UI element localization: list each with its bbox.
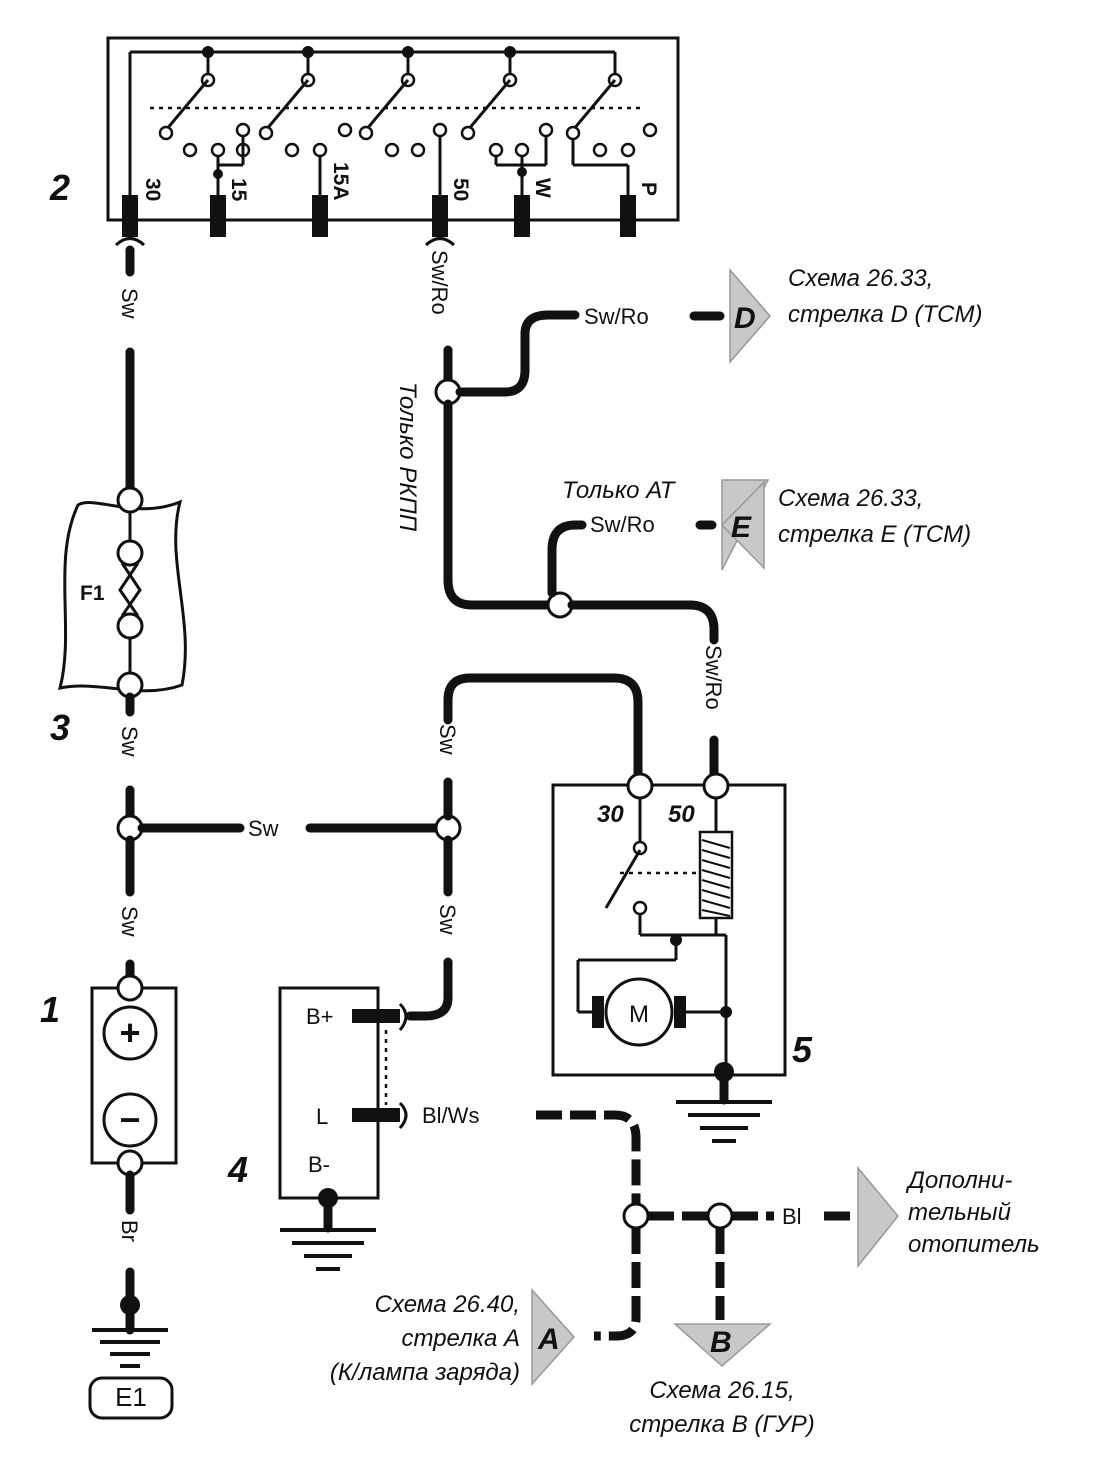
arrow-e-letter: E [731,511,752,544]
arrow-a-ref-line2: стрелка A [401,1325,520,1352]
wire-label-bl-ws: Bl/Ws [422,1103,479,1128]
arrow-e-ref-line1: Схема 26.33, [778,485,923,512]
wire-label-sw-2: Sw [117,726,142,757]
starter-pin-30: 30 [597,801,624,828]
arrow-b-ref-line1: Схема 26.15, [649,1377,794,1404]
starter: 30 50 M [551,772,787,1077]
arrow-d-letter: D [734,302,756,335]
label-starter-number: 5 [792,1029,813,1070]
connector-arrow-b [673,1323,772,1368]
label-fuse-number: 3 [50,707,70,748]
wire-label-sw-6: Sw [435,904,460,935]
arrow-a-letter: A [537,1323,560,1356]
connector-arrow-heater [857,1165,899,1269]
wire-label-sw-ro-e: Sw/Ro [590,512,655,537]
connector-switch-30 [114,237,146,247]
arrow-b-ref-line2: стрелка B (ГУР) [629,1411,815,1438]
starter-pin-50: 50 [668,801,695,828]
ground-symbol [676,1067,772,1143]
wire-label-br: Br [117,1220,142,1242]
wire-label-sw-5: Sw [435,724,460,755]
switch-pin-15: 15 [227,178,250,202]
connector-arrow-e-head [720,480,765,570]
label-generator-number: 4 [227,1149,248,1190]
arrow-d-ref-line1: Схема 26.33, [788,265,933,292]
wire-label-sw-ro-2: Sw/Ro [701,645,726,710]
note-only-mt: Только РКПП [394,382,421,532]
arrow-heater-line2: тельный [908,1199,1011,1226]
ignition-switch: 30 15 15A 50 W P [106,36,680,237]
battery-plus: + [119,1012,140,1053]
ground-symbol [92,1300,168,1368]
fuse-box: F1 [57,486,187,699]
connector-arrow-a [531,1288,576,1386]
battery: + − [90,974,178,1177]
junction-node [706,1202,734,1230]
arrow-a-ref-line3: (К/лампа заряда) [330,1359,520,1386]
arrow-heater-line3: отопитель [908,1231,1040,1258]
starter-motor-label: M [629,1001,649,1028]
junction-node [622,1202,650,1230]
label-battery-number: 1 [40,989,60,1030]
connector-switch-50 [424,237,456,247]
switch-pin-30: 30 [141,178,164,201]
generator: B+ L B- [278,986,408,1208]
arrow-b-letter: B [710,1326,732,1359]
switch-pin-50: 50 [449,178,472,201]
wire-label-bl: Bl [782,1204,802,1229]
generator-pin-bminus: B- [308,1152,330,1177]
battery-minus: − [119,1099,140,1140]
switch-pin-w: W [531,178,554,198]
connector-arrow-d [729,267,771,365]
ground-tag [88,1376,174,1420]
wire-label-sw-4: Sw [248,816,279,841]
switch-pin-15a: 15A [329,162,352,201]
generator-pin-l: L [316,1104,328,1129]
arrow-d-ref-line2: стрелка D (TCM) [788,301,982,328]
wire-label-sw-ro-d: Sw/Ro [584,304,649,329]
wire-label-sw-1: Sw [117,288,142,319]
wire-label-sw-ro-1: Sw/Ro [427,250,452,315]
wire-label-sw-3: Sw [117,906,142,937]
ground-symbol [280,1193,376,1271]
ground-tag-label: E1 [115,1382,147,1412]
label-switch-number: 2 [49,167,70,208]
note-only-at: Только АТ [562,477,677,504]
arrow-e-ref-line2: стрелка E (TCM) [778,521,971,548]
switch-pin-p: P [637,182,660,196]
arrow-heater-line1: Дополни- [905,1167,1012,1194]
generator-pin-bplus: B+ [306,1004,334,1029]
fuse-label: F1 [80,582,105,605]
arrow-a-ref-line1: Схема 26.40, [375,1291,520,1318]
